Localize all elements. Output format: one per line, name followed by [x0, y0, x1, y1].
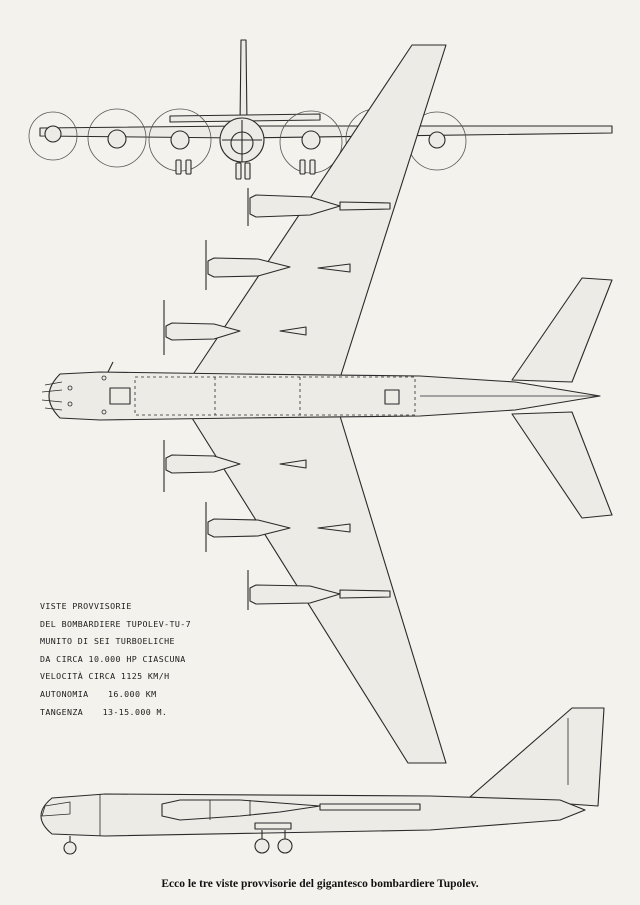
side-view-fuselage: [40, 793, 586, 837]
spec-notes: VISTE PROVVISORIE DEL BOMBARDIERE TUPOLE…: [40, 598, 191, 721]
engine-nacelle: [249, 584, 341, 605]
spec-line: DA CIRCA 10.000 HP CIASCUNA: [40, 653, 186, 664]
landing-gear: [299, 159, 306, 175]
tailplane-upper: [511, 277, 613, 383]
front-view-engine: [44, 125, 62, 143]
engine-nacelle: [165, 454, 241, 474]
front-view-engine: [107, 129, 127, 149]
landing-gear: [244, 162, 251, 180]
spec-line-autonomy: AUTONOMIA 16.000 Km: [40, 686, 191, 704]
front-view: [28, 39, 613, 180]
ceiling-label: TANGENZA: [40, 706, 84, 717]
wheel: [63, 841, 77, 855]
landing-gear: [185, 159, 192, 175]
spec-line: VELOCITÀ CIRCA 1125 Km/h: [40, 671, 170, 682]
autonomy-value: 16.000 Km: [107, 688, 157, 699]
landing-gear: [175, 159, 182, 175]
landing-gear: [309, 159, 316, 175]
autonomy-label: AUTONOMIA: [40, 688, 89, 699]
spec-line: VISTE PROVVISORIE: [40, 601, 132, 611]
engine-nacelle: [249, 194, 341, 218]
engine-nacelle: [207, 518, 291, 538]
wing-fairing: [317, 523, 351, 533]
propeller-disc: [28, 111, 78, 161]
engine-nacelle: [207, 257, 291, 278]
front-view-engine: [428, 131, 446, 149]
front-view-engine: [170, 130, 190, 150]
front-view-engine: [301, 130, 321, 150]
landing-gear: [235, 162, 242, 180]
propeller-disc: [87, 108, 147, 168]
fuselage-plan: [48, 371, 601, 421]
spec-line-ceiling: TANGENZA 13-15.000 m.: [40, 704, 191, 722]
engine-nacelles: [163, 188, 391, 610]
side-view: [40, 707, 605, 855]
wing-fairing: [279, 326, 307, 336]
wheel: [254, 838, 270, 854]
ceiling-value: 13-15.000 m.: [102, 706, 168, 717]
figure-caption: Ecco le tre viste provvisorie del gigant…: [161, 878, 479, 890]
front-view-fin: [239, 39, 248, 126]
side-view-fin: [469, 707, 605, 807]
spec-line: MUNITO DI SEI TURBOELICHE: [40, 636, 175, 647]
spec-line: DEL BOMBARDIERE TUPOLEV-TU-7: [40, 618, 192, 629]
wing-fairing: [317, 263, 351, 273]
wing-fairing: [279, 459, 307, 469]
engine-nacelle: [165, 322, 241, 341]
wheel: [277, 838, 293, 854]
tailplane-lower: [511, 411, 613, 519]
plan-view: [41, 44, 613, 764]
